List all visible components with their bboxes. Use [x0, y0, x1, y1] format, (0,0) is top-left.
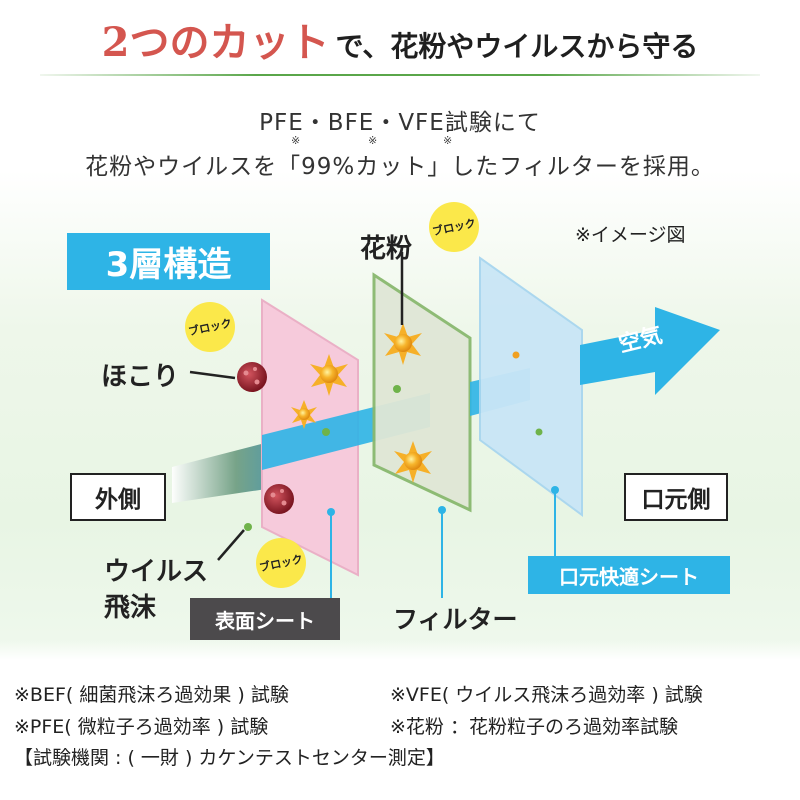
pollen-particle-icon	[310, 354, 348, 396]
virus-particle-icon	[264, 484, 294, 514]
pollen-particle-icon	[291, 400, 317, 429]
droplet-icon	[322, 428, 330, 436]
pollen-particle-icon	[384, 323, 422, 365]
asterisk-mark: ※	[443, 134, 453, 147]
structure-tag: 3層構造	[67, 233, 270, 290]
title-highlight: 2つのカット	[101, 19, 330, 66]
dust-label: ほこり	[101, 362, 180, 392]
subtitle-line-1: PFE・BFE・VFE試験にて	[259, 110, 541, 136]
air-flow-arrow	[580, 307, 720, 395]
virus-label-line-1: ウイルス	[104, 557, 209, 587]
pollen-label: 花粉	[360, 234, 413, 264]
subtitle-line-2: 花粉やウイルスを「99%カット」したフィルターを採用。	[85, 154, 715, 180]
asterisk-mark: ※	[291, 134, 301, 147]
block-badge-icon	[185, 302, 235, 352]
footnote-vfe: ※VFE( ウイルス飛沫ろ過効率 ) 試験	[390, 684, 703, 706]
title-divider	[40, 74, 760, 76]
block-badge-icon	[429, 202, 479, 252]
droplet-icon	[393, 385, 401, 393]
dust-particle-icon	[237, 362, 267, 392]
pollen-particle-icon	[394, 441, 432, 483]
droplet-icon	[535, 428, 543, 436]
virus-label-line-2: 飛沫	[104, 593, 157, 623]
filter-label: フィルター	[393, 605, 518, 634]
droplet-icon	[512, 351, 520, 359]
filter-layer	[372, 272, 472, 513]
footnote-bef: ※BEF( 細菌飛沫ろ過効果 ) 試験	[14, 684, 289, 706]
outside-label: 外側	[70, 473, 166, 521]
footnote-pollen: ※花粉 ：花粉粒子のろ過効率試験	[390, 716, 678, 738]
footnote-pfe: ※PFE( 微粒子ろ過効率 ) 試験	[14, 716, 269, 738]
image-note: ※イメージ図	[575, 224, 686, 246]
leader-line	[217, 529, 245, 561]
leader-line	[189, 370, 236, 380]
footnote-agency: 【試験機関 : ( 一財 ) カケンテストセンター測定】	[14, 747, 445, 769]
page-title: 2つのカットで、花粉やウイルスから守る	[0, 10, 800, 74]
comfort-sheet-layer	[479, 256, 583, 517]
droplet-icon	[244, 523, 252, 531]
title-rest: で、花粉やウイルスから守る	[335, 30, 699, 63]
mouth-side-label: 口元側	[624, 473, 728, 521]
surface-sheet-tag: 表面シート	[190, 598, 340, 640]
asterisk-mark: ※	[368, 134, 378, 147]
comfort-sheet-tag: 口元快適シート	[528, 556, 730, 594]
block-badge-icon	[256, 538, 306, 588]
